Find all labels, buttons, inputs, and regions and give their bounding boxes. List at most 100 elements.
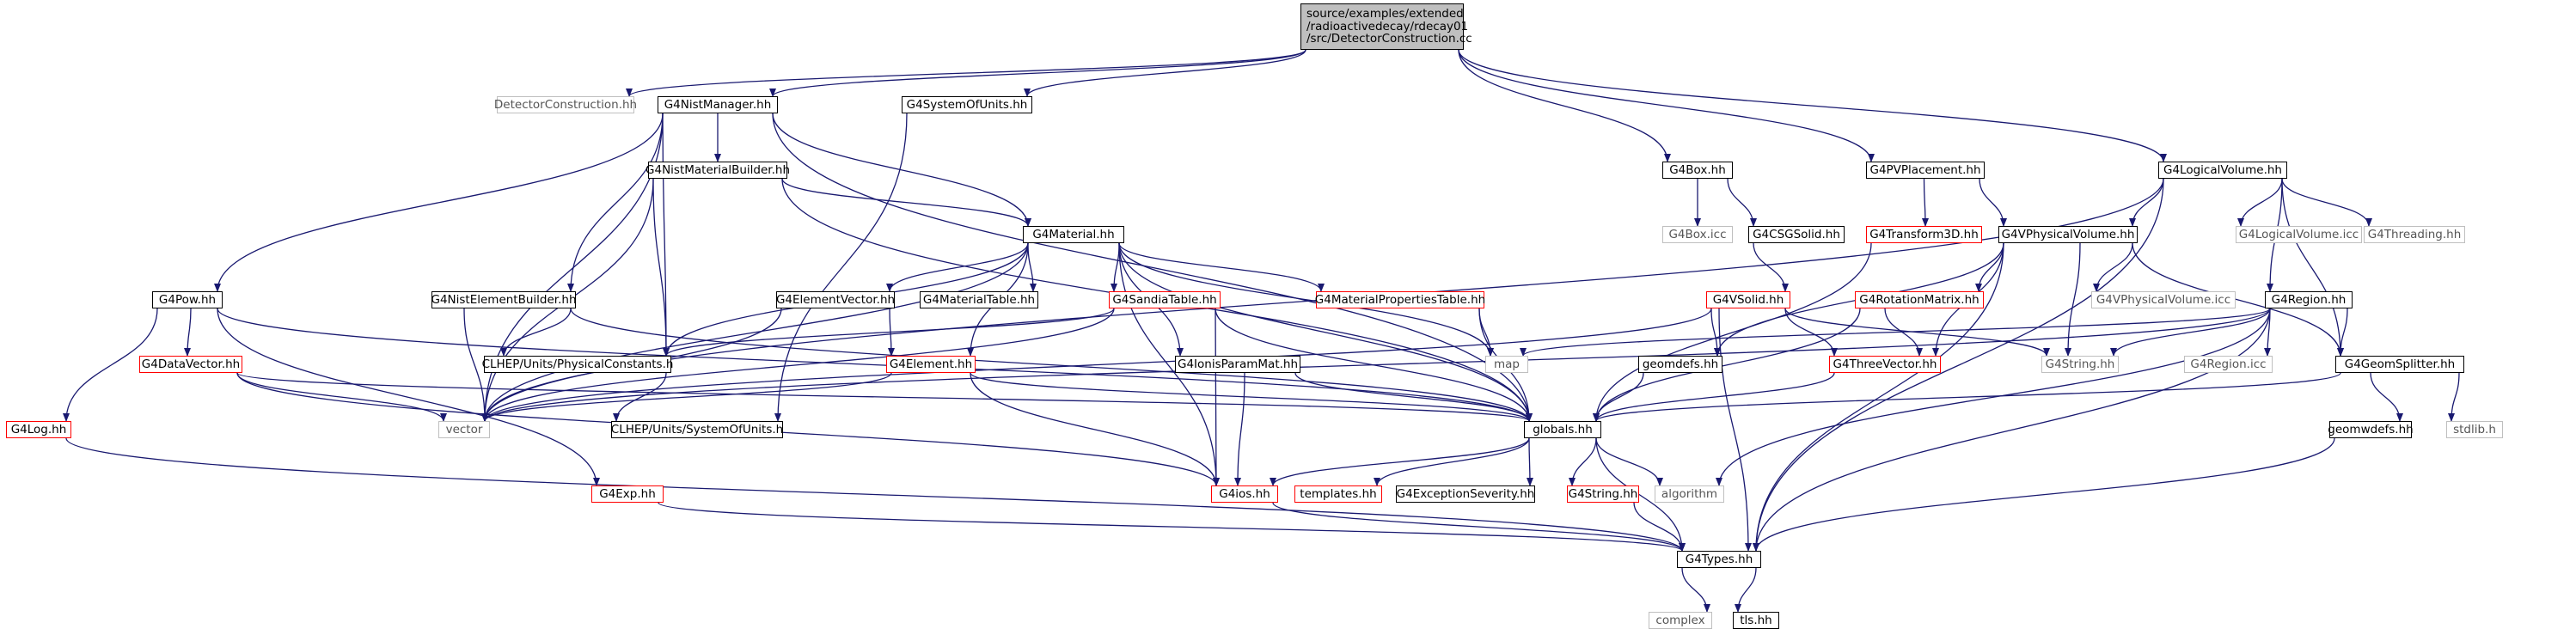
node-vphysvolicc-label: G4VPhysicalVolume.icc [2096,293,2231,307]
node-g4string2[interactable]: G4String.hh [1567,485,1639,503]
node-matprop[interactable]: G4MaterialPropertiesTable.hh [1314,291,1486,308]
node-mattable-label: G4MaterialTable.hh [922,293,1036,307]
edge-logvol-to-geomsplit [2281,178,2344,357]
node-sysunits[interactable]: G4SystemOfUnits.hh [902,96,1032,113]
edge-ios-to-types [1272,502,1686,552]
edge-root-to-pvplace [1458,49,1875,162]
edge-logvol-to-vphysvol [2129,178,2164,227]
node-elemvec[interactable]: G4ElementVector.hh [776,291,895,308]
edge-material-to-vector [481,242,1029,422]
node-transform3d[interactable]: G4Transform3D.hh [1866,226,1982,243]
node-templates[interactable]: templates.hh [1294,485,1382,503]
node-sandia-label: G4SandiaTable.hh [1112,293,1217,307]
node-algorithm[interactable]: algorithm [1655,485,1724,503]
node-templates-label: templates.hh [1300,487,1377,501]
edge-logvol-to-logvolicc [2237,178,2283,227]
node-nisteb[interactable]: G4NistElementBuilder.hh [431,291,577,308]
node-clhepphys[interactable]: CLHEP/Units/PhysicalConstants.h [482,356,673,373]
edge-nistman-to-pow [214,113,664,292]
node-boxicc-label: G4Box.icc [1668,228,1727,241]
node-excsev[interactable]: G4ExceptionSeverity.hh [1396,485,1535,503]
node-threevec-label: G4ThreeVector.hh [1833,357,1937,371]
node-geomwdefs-label: geomwdefs.hh [2328,423,2414,437]
node-map[interactable]: map [1485,356,1528,373]
node-regionicc-label: G4Region.icc [2190,357,2267,371]
node-mattable[interactable]: G4MaterialTable.hh [920,291,1038,308]
node-boxicc[interactable]: G4Box.icc [1662,226,1733,243]
node-ios[interactable]: G4ios.hh [1211,485,1278,503]
edge-material-to-matprop [1118,242,1325,292]
node-vsolid-label: G4VSolid.hh [1712,293,1784,307]
edge-nistman-to-nisteb [567,113,664,292]
edge-ionis-to-ios [1234,372,1245,486]
node-csgsolid-label: G4CSGSolid.hh [1753,228,1840,241]
edge-nisteb-to-vector [463,308,488,422]
node-log[interactable]: G4Log.hh [6,421,71,438]
node-geomdefs[interactable]: geomdefs.hh [1638,356,1722,373]
node-pvplace[interactable]: G4PVPlacement.hh [1866,162,1985,179]
node-types[interactable]: G4Types.hh [1677,551,1761,568]
node-ios-label: G4ios.hh [1219,487,1270,501]
node-element-label: G4Element.hh [889,357,973,371]
node-element[interactable]: G4Element.hh [886,356,976,373]
node-nisteb-label: G4NistElementBuilder.hh [431,293,577,307]
node-nistman[interactable]: G4NistManager.hh [658,96,778,113]
node-vector[interactable]: vector [438,421,490,438]
edge-vsolid-to-types [1718,308,1752,552]
node-vsolid[interactable]: G4VSolid.hh [1706,291,1790,308]
node-pow[interactable]: G4Pow.hh [152,291,223,308]
edge-box-to-csgsolid [1727,178,1757,227]
node-logvol[interactable]: G4LogicalVolume.hh [2158,162,2287,179]
node-datavec[interactable]: G4DataVector.hh [139,356,242,373]
edge-logvol-to-threading [2281,178,2372,227]
node-globals-label: globals.hh [1533,423,1593,437]
node-matprop-label: G4MaterialPropertiesTable.hh [1314,293,1486,307]
node-transform3d-label: G4Transform3D.hh [1869,228,1979,241]
node-stdlib[interactable]: stdlib.h [2446,421,2503,438]
node-clhepsys[interactable]: CLHEP/Units/SystemOfUnits.h [611,421,783,438]
node-detcon-label: DetectorConstruction.hh [493,98,638,112]
node-region[interactable]: G4Region.hh [2265,291,2353,308]
edge-pvplace-to-transform3d [1921,178,1929,227]
node-ionis-label: G4IonisParamMat.hh [1177,357,1299,371]
node-pvplace-label: G4PVPlacement.hh [1869,163,1981,177]
edge-region-to-types [1753,308,2271,552]
node-material-label: G4Material.hh [1032,228,1115,241]
node-threading[interactable]: G4Threading.hh [2364,226,2465,243]
node-complex[interactable]: complex [1649,612,1712,629]
node-regionicc[interactable]: G4Region.icc [2184,356,2273,373]
node-rotmat[interactable]: G4RotationMatrix.hh [1855,291,1984,308]
edge-region-to-geomsplit [2337,308,2348,357]
node-logvolicc[interactable]: G4LogicalVolume.icc [2236,226,2362,243]
node-vector-label: vector [445,423,483,437]
edge-geomsplit-to-globals [1593,372,2341,422]
node-box[interactable]: G4Box.hh [1662,162,1733,179]
node-nistmatb[interactable]: G4NistMaterialBuilder.hh [646,162,790,179]
node-material[interactable]: G4Material.hh [1023,226,1124,243]
node-globals[interactable]: globals.hh [1524,421,1601,438]
node-vphysvol[interactable]: G4VPhysicalVolume.hh [1998,226,2138,243]
node-ionis[interactable]: G4IonisParamMat.hh [1175,356,1300,373]
node-sandia[interactable]: G4SandiaTable.hh [1109,291,1221,308]
node-sysunits-label: G4SystemOfUnits.hh [906,98,1028,112]
edge-globals-to-types [1595,437,1686,552]
node-geomwdefs[interactable]: geomwdefs.hh [2328,421,2414,438]
edge-datavec-to-globals [236,372,1533,422]
edge-threevec-to-globals [1593,372,1835,422]
node-label-line: /radioactivedecay/rdecay01 [1306,19,1469,34]
node-vphysvolicc[interactable]: G4VPhysicalVolume.icc [2091,291,2236,308]
node-exp[interactable]: G4Exp.hh [591,485,664,503]
node-tls[interactable]: tls.hh [1733,612,1779,629]
node-map-label: map [1494,357,1520,371]
edge-element-to-ios [970,372,1220,486]
edge-log-to-types [65,437,1686,552]
edge-geomsplit-to-stdlib [2448,372,2460,422]
node-logvol-label: G4LogicalVolume.hh [2163,163,2282,177]
node-g4string1[interactable]: G4String.hh [2041,356,2119,373]
node-detcon[interactable]: DetectorConstruction.hh [493,96,638,113]
node-geomsplit[interactable]: G4GeomSplitter.hh [2335,356,2464,373]
node-csgsolid[interactable]: G4CSGSolid.hh [1748,226,1845,243]
node-geomdefs-label: geomdefs.hh [1642,357,1719,371]
node-root[interactable]: source/examples/extended/radioactivedeca… [1300,3,1472,50]
node-threevec[interactable]: G4ThreeVector.hh [1829,356,1941,373]
